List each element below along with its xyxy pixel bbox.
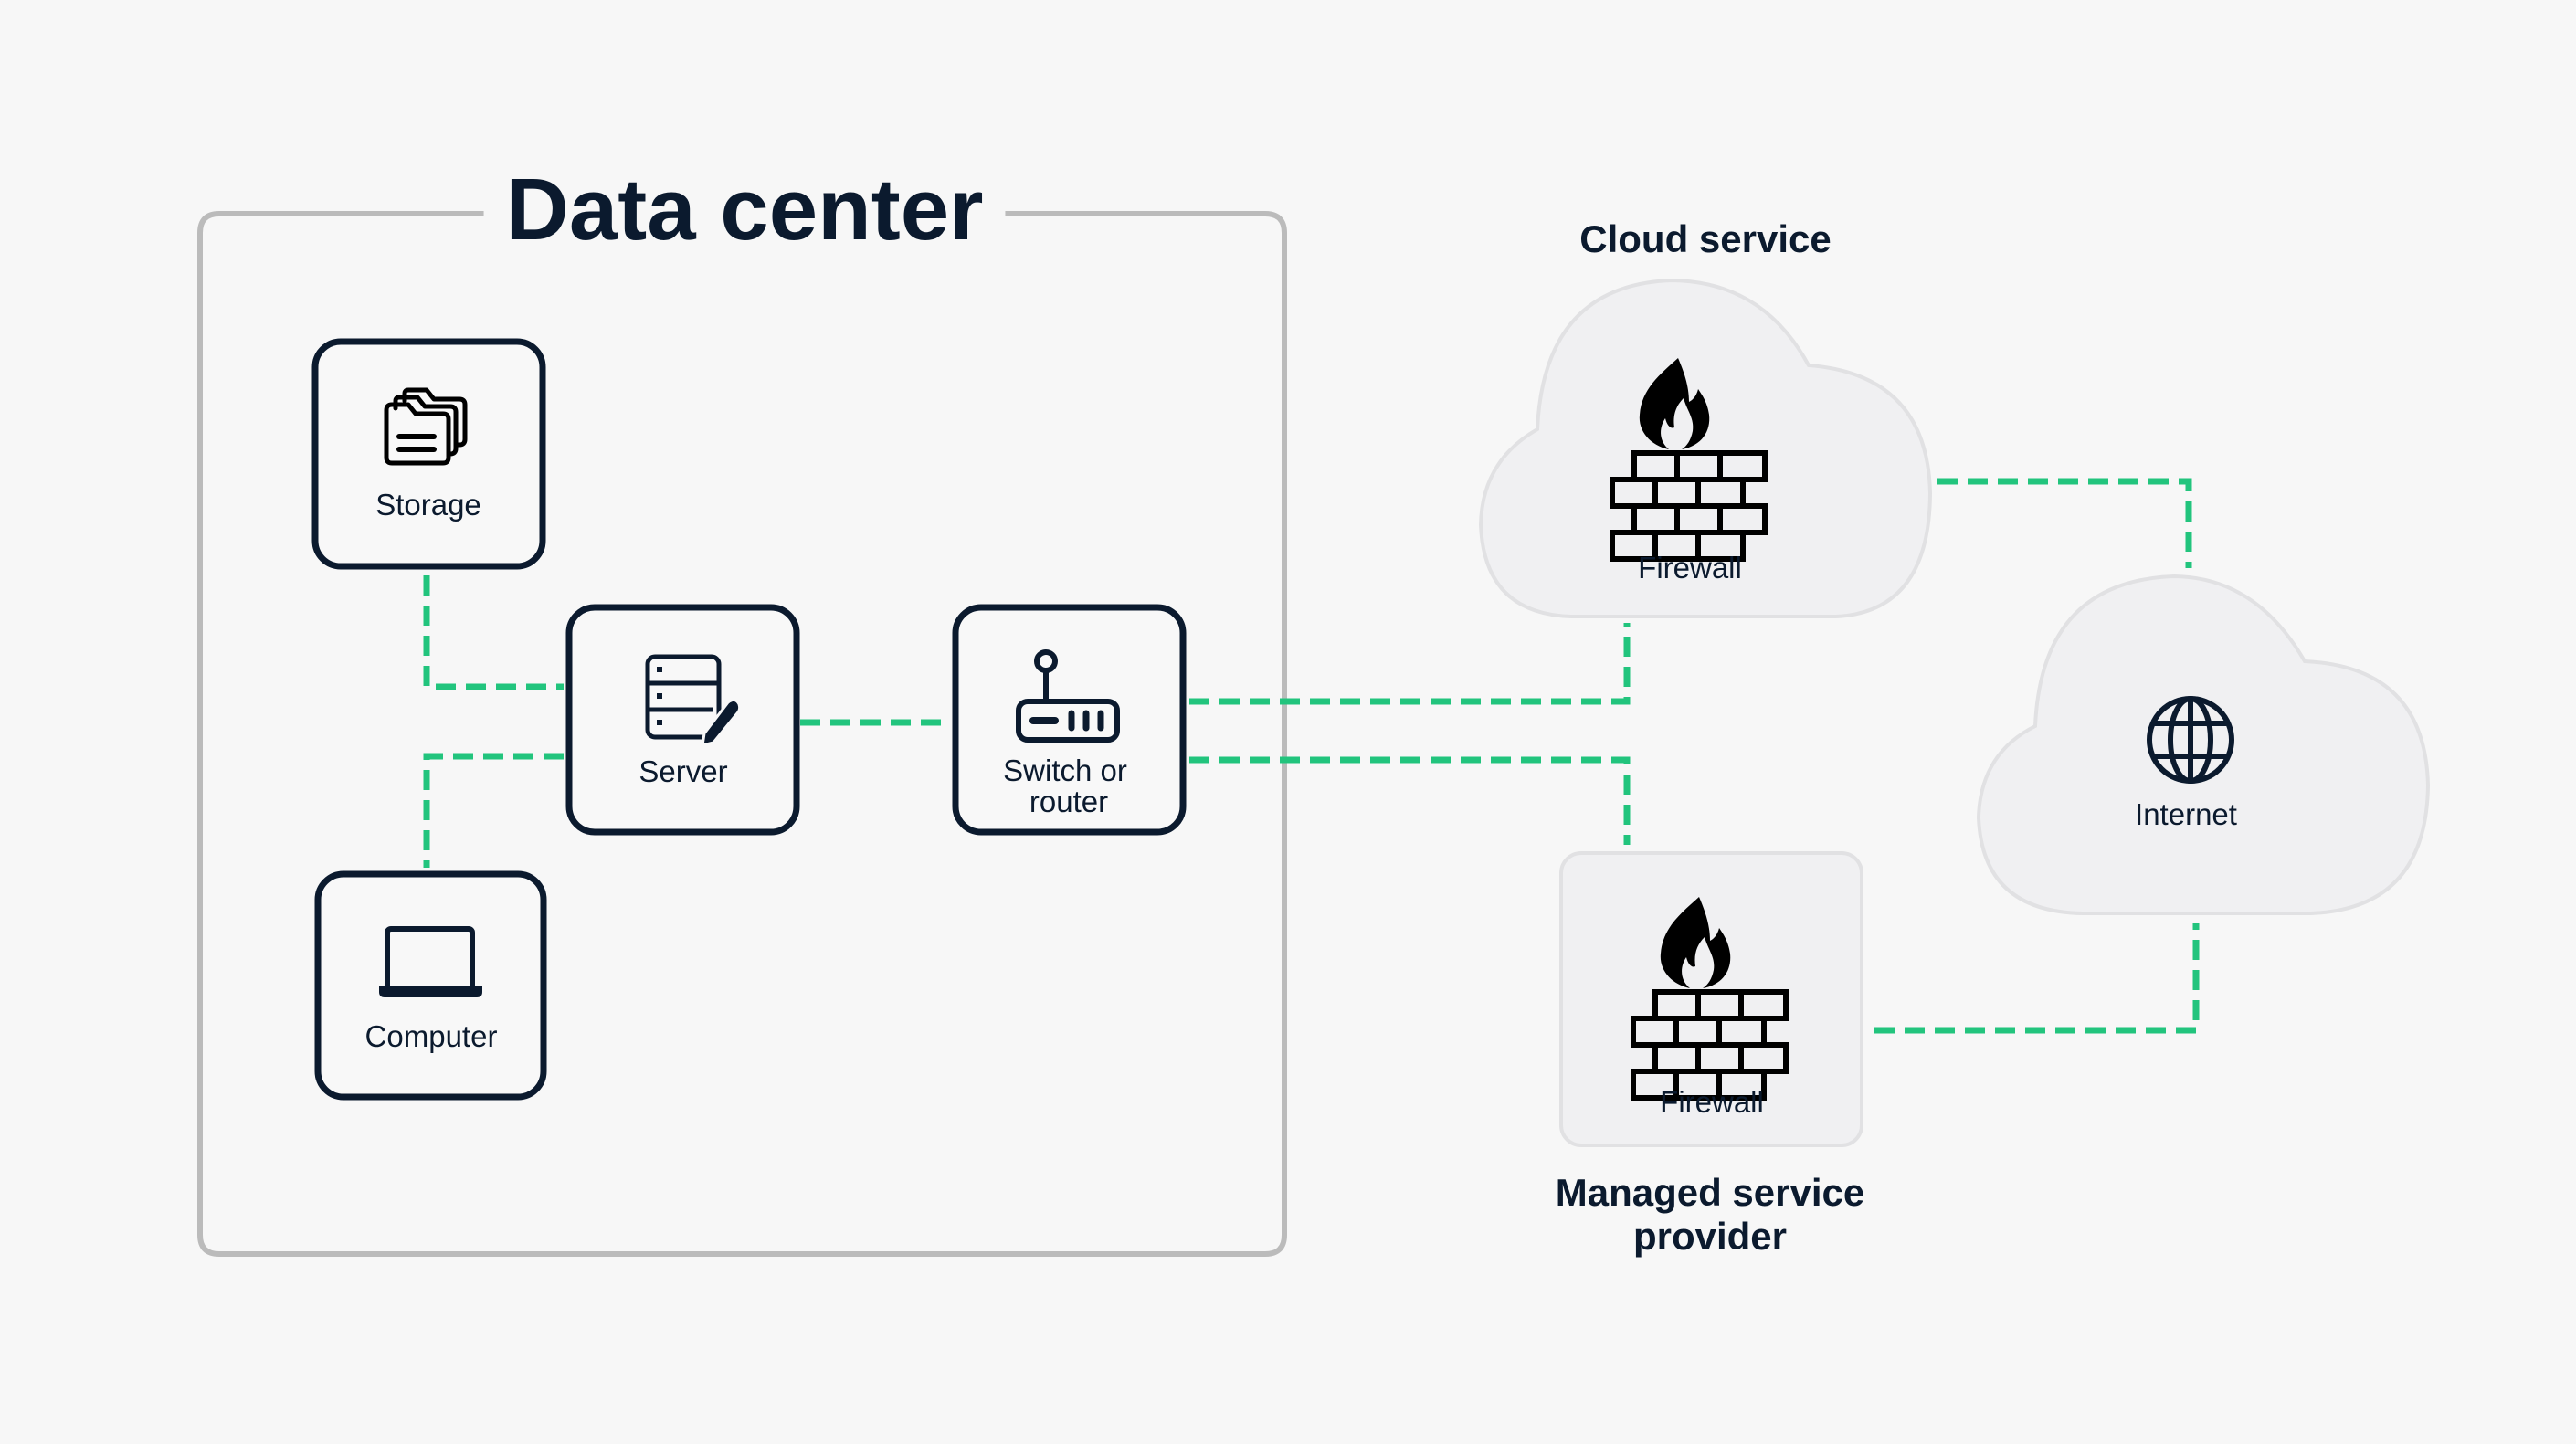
computer-node[interactable]: Computer: [314, 870, 547, 1101]
internet-node[interactable]: Internet: [2135, 696, 2237, 831]
msp-firewall-node[interactable]: Firewall: [1633, 897, 1786, 1119]
link-msp-firewall-internet: [1874, 923, 2200, 1034]
link-switch-cloud-firewall: [1189, 623, 1631, 705]
data-center-frame: [197, 211, 1287, 1257]
server-node[interactable]: Server: [565, 604, 800, 836]
globe-icon: [2147, 696, 2234, 784]
link-switch-msp-firewall: [1189, 756, 1631, 845]
router-icon: [1016, 649, 1120, 743]
server-edit-icon: [645, 654, 742, 748]
managed-service-provider-group: Firewall Managed service provider: [1556, 851, 1865, 1258]
storage-label: Storage: [375, 488, 481, 522]
switch-router-label-line2: router: [1029, 785, 1108, 818]
msp-title-line1: Managed service: [1556, 1171, 1865, 1214]
link-computer-server: [423, 753, 564, 868]
internet-label: Internet: [2135, 797, 2237, 831]
cloud-service-title: Cloud service: [1579, 217, 1831, 260]
link-cloud-firewall-internet: [1937, 478, 2192, 568]
cloud-service-group: Cloud service Firewall: [1478, 217, 1933, 618]
link-storage-server: [423, 575, 564, 690]
computer-label: Computer: [365, 1019, 498, 1053]
cloud-service-cloud: [1478, 278, 1933, 618]
msp-firewall-label: Firewall: [1660, 1085, 1764, 1119]
switch-router-node[interactable]: Switch or router: [952, 604, 1187, 836]
storage-box[interactable]: [311, 338, 546, 570]
data-center-group: Data center: [197, 161, 1287, 1257]
internet-group: Internet: [1976, 574, 2431, 915]
laptop-icon: [379, 926, 482, 997]
switch-router-label-line1: Switch or: [1003, 754, 1127, 787]
storage-node[interactable]: Storage: [311, 338, 546, 570]
data-center-title: Data center: [506, 161, 984, 258]
cloud-firewall-node[interactable]: Firewall: [1612, 358, 1765, 585]
msp-title-line2: provider: [1633, 1215, 1787, 1258]
folders-icon: [384, 387, 468, 466]
server-box[interactable]: [565, 604, 800, 836]
computer-box[interactable]: [314, 870, 547, 1101]
connectors: [423, 478, 2200, 1034]
cloud-firewall-label: Firewall: [1638, 551, 1742, 585]
server-label: Server: [639, 754, 727, 788]
internet-cloud: [1976, 574, 2431, 915]
